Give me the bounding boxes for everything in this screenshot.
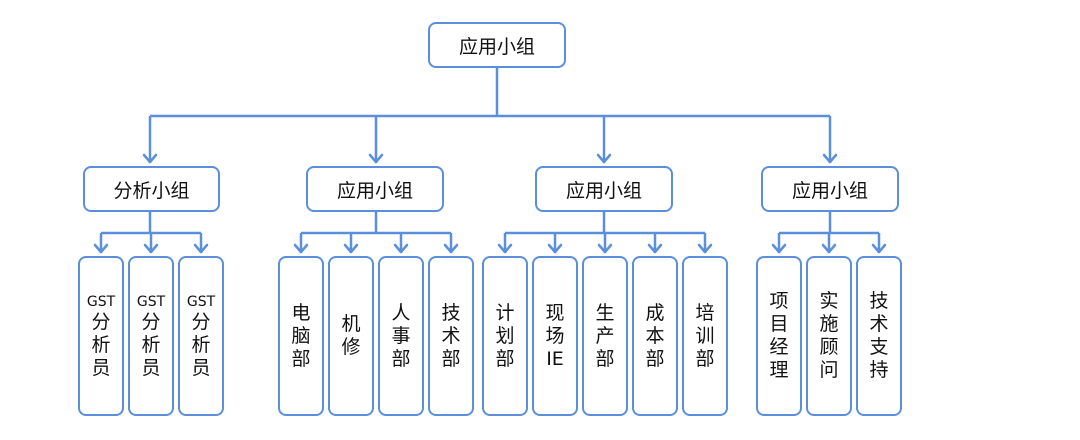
root-node-label: 应用小组: [458, 35, 535, 58]
group-node-label: 应用小组: [565, 179, 642, 202]
arrow-head: [142, 153, 158, 164]
leaf-node-label: 项目经理: [769, 290, 789, 381]
leaf-node-label: 实施顾问: [819, 290, 839, 381]
group-node-label: 应用小组: [791, 179, 868, 202]
arrow-head: [821, 243, 837, 254]
leaf-node: 培训部: [682, 256, 728, 416]
arrow-head: [143, 243, 159, 254]
leaf-node-label: 计划部: [495, 301, 515, 370]
leaf-node: 成本部: [632, 256, 678, 416]
arrow-head: [547, 243, 563, 254]
leaf-node-label: 成本部: [645, 301, 665, 370]
leaf-node: 项目经理: [756, 256, 802, 416]
leaf-node-label: 培训部: [695, 301, 715, 370]
arrow-head: [193, 243, 209, 254]
arrow-head: [343, 243, 359, 254]
arrow-head: [697, 243, 713, 254]
arrow-head: [871, 243, 887, 254]
arrow-head: [822, 153, 838, 164]
group-node-3: 应用小组: [535, 166, 673, 212]
leaf-node: 技术支持: [856, 256, 902, 416]
arrow-head: [497, 243, 513, 254]
arrow-head: [647, 243, 663, 254]
arrow-head: [393, 243, 409, 254]
leaf-node-label: 现场IE: [545, 301, 565, 370]
leaf-node-label: 人事部: [391, 301, 411, 370]
arrow-head: [293, 243, 309, 254]
leaf-node: 实施顾问: [806, 256, 852, 416]
group-node-label: 分析小组: [113, 179, 190, 202]
leaf-node: 技术部: [428, 256, 474, 416]
leaf-node: 计划部: [482, 256, 528, 416]
leaf-node: 电脑部: [278, 256, 324, 416]
leaf-node-label: 技术支持: [869, 290, 889, 381]
leaf-node: 人事部: [378, 256, 424, 416]
leaf-node-label: 电脑部: [291, 301, 311, 370]
leaf-node-label: 生产部: [595, 301, 615, 370]
leaf-node: 现场IE: [532, 256, 578, 416]
group-node-1: 分析小组: [83, 166, 220, 212]
arrow-head: [443, 243, 459, 254]
group-node-2: 应用小组: [306, 166, 444, 212]
group-node-label: 应用小组: [336, 179, 413, 202]
root-node: 应用小组: [428, 22, 566, 68]
leaf-node: 生产部: [582, 256, 628, 416]
connector-lines: [93, 68, 887, 254]
leaf-node: 机修: [328, 256, 374, 416]
arrow-head: [597, 243, 613, 254]
arrow-head: [771, 243, 787, 254]
arrow-head: [596, 153, 612, 164]
arrow-head: [93, 243, 109, 254]
leaf-node-label: 技术部: [441, 301, 461, 370]
group-node-4: 应用小组: [761, 166, 899, 212]
leaf-node-label: 机修: [341, 313, 361, 358]
arrow-head: [368, 153, 384, 164]
